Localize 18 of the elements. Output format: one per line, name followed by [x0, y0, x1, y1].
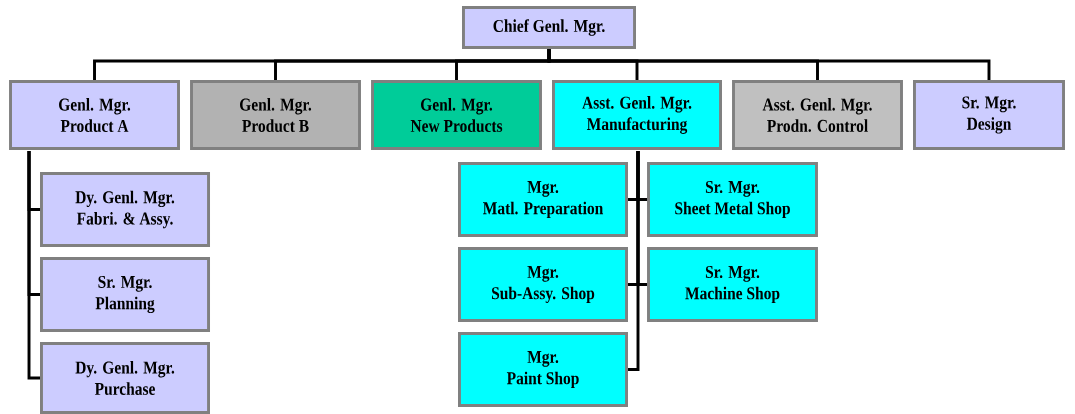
- position-box: Sr. Mgr. Sheet Metal Shop: [647, 162, 818, 237]
- position-box: Dy. Genl. Mgr. Fabri. & Assy.: [40, 172, 210, 247]
- connector-line: [27, 151, 40, 380]
- position-box: Genl. Mgr. New Products: [371, 80, 542, 150]
- position-box: Asst. Genl. Mgr. Prodn. Control: [732, 80, 903, 150]
- position-box: Mgr. Matl. Preparation: [458, 162, 628, 237]
- position-box: Chief Genl. Mgr.: [462, 5, 636, 50]
- connector-line: [628, 151, 640, 371]
- position-box: Dy. Genl. Mgr. Purchase: [40, 342, 210, 414]
- position-box: Sr. Mgr. Machine Shop: [647, 247, 818, 322]
- position-box: Mgr. Paint Shop: [458, 332, 628, 407]
- position-box: Genl. Mgr. Product A: [9, 80, 180, 150]
- position-box: Asst. Genl. Mgr. Manufacturing: [552, 80, 722, 150]
- connector-line: [547, 49, 991, 80]
- position-box: Sr. Mgr. Design: [913, 80, 1065, 150]
- position-box: Mgr. Sub-Assy. Shop: [458, 247, 628, 322]
- position-box: Sr. Mgr. Planning: [40, 257, 210, 332]
- position-box: Genl. Mgr. Product B: [190, 80, 361, 150]
